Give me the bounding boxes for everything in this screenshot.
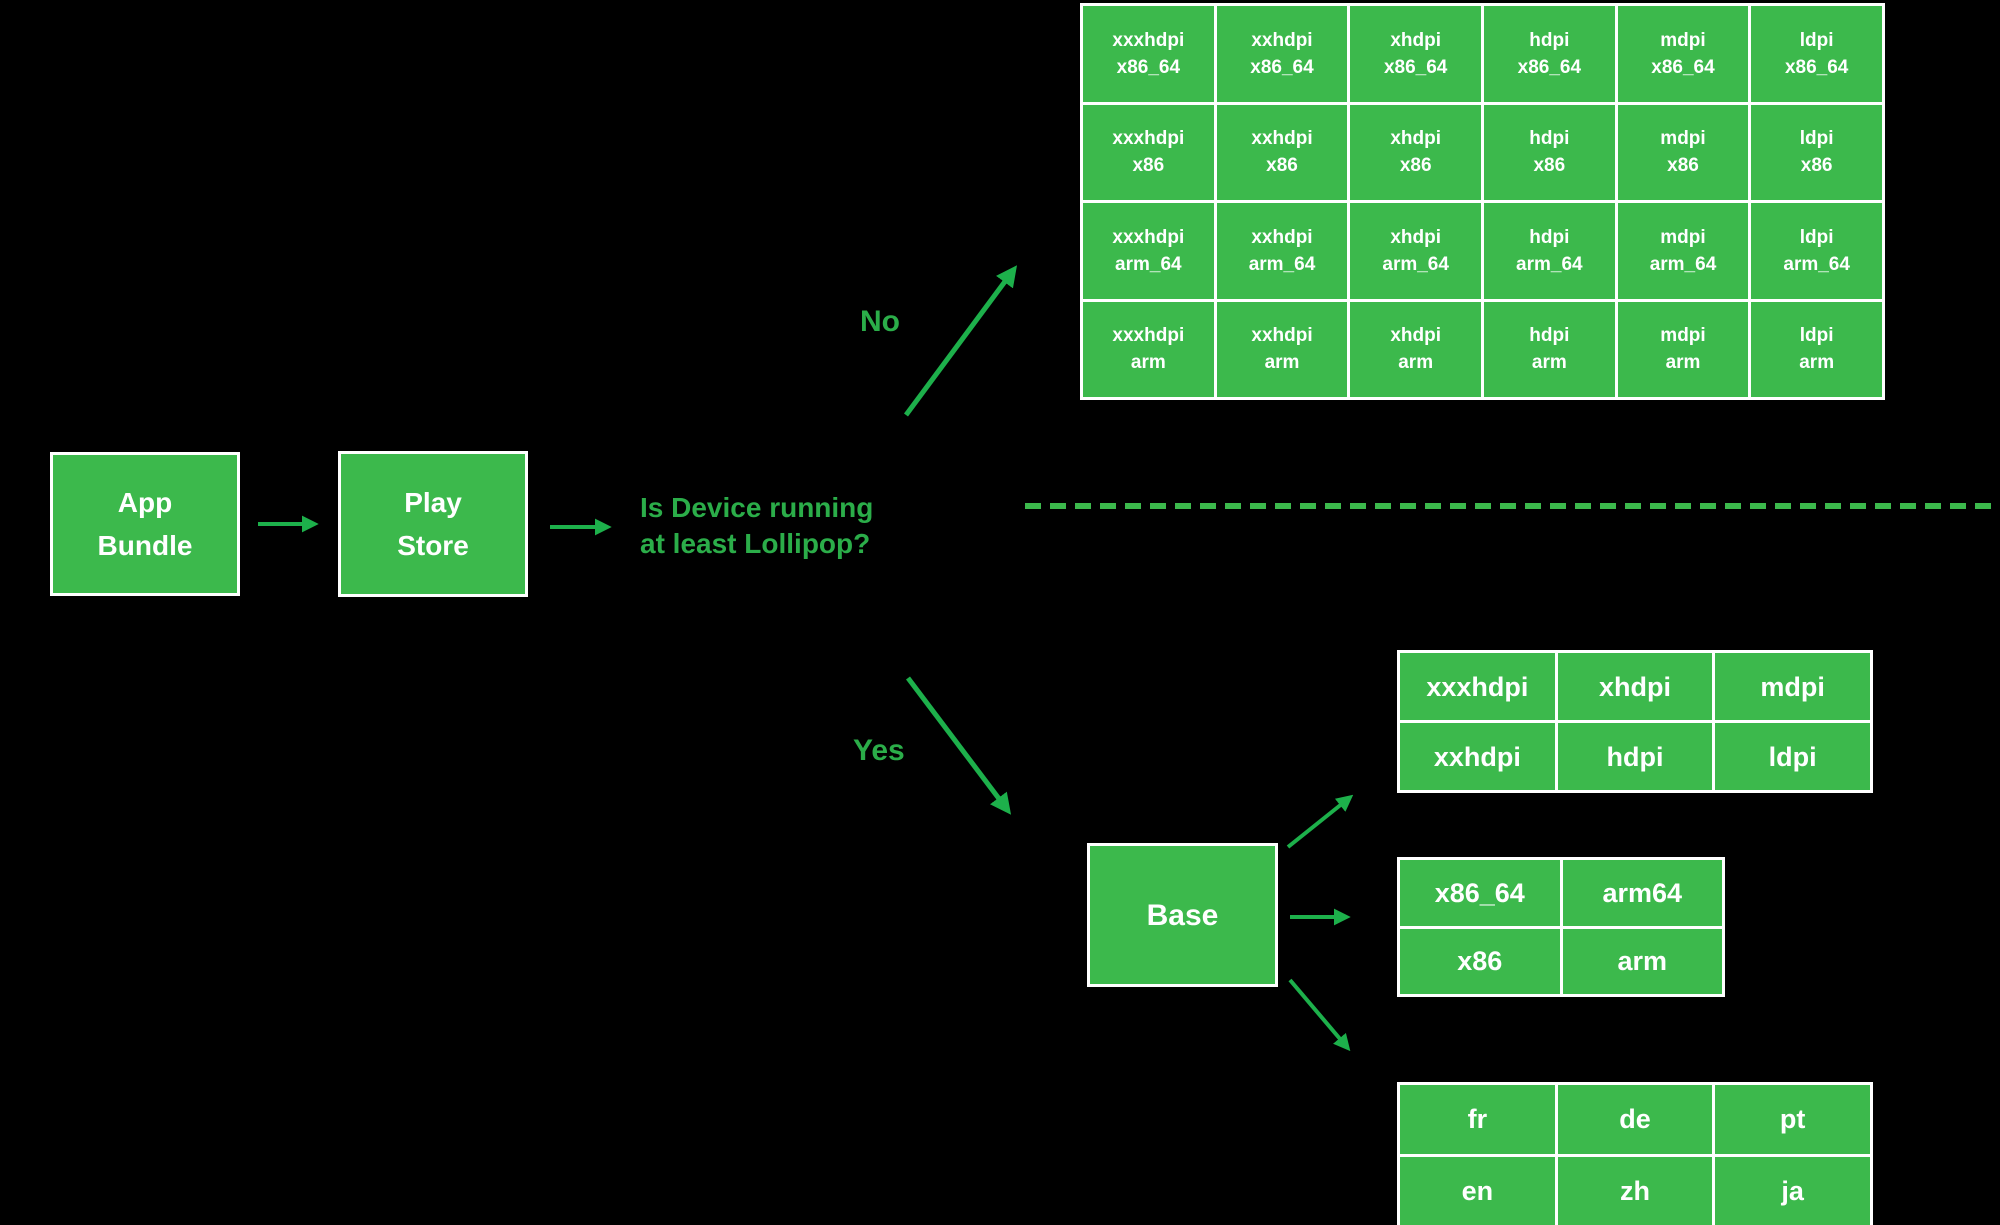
table-cell: ldpi <box>1715 723 1870 790</box>
table-cell: en <box>1400 1156 1555 1225</box>
table-cell: xhdpi arm_64 <box>1350 203 1481 299</box>
arrow-base-to-language <box>1288 978 1351 1052</box>
table-cell: hdpi x86 <box>1484 104 1615 200</box>
table-cell: ldpi arm_64 <box>1751 203 1882 299</box>
table-cell: mdpi <box>1715 653 1870 720</box>
table-cell: zh <box>1557 1156 1713 1225</box>
decision-question: Is Device running at least Lollipop? <box>640 492 874 559</box>
table-cell: xxhdpi x86 <box>1216 104 1348 200</box>
table-cell: hdpi arm_64 <box>1484 203 1615 299</box>
table-cell: pt <box>1715 1085 1870 1154</box>
table-cell: xxxhdpi x86 <box>1083 104 1214 200</box>
table-cell: xxhdpi arm <box>1216 301 1348 397</box>
table-cell: xxhdpi <box>1400 723 1555 790</box>
arrow-base-to-density <box>1286 794 1354 849</box>
table-cell: xxhdpi arm_64 <box>1216 203 1348 299</box>
table-cell: xhdpi arm <box>1350 301 1481 397</box>
arrow-no-branch <box>903 265 1018 417</box>
branch-label-no: No <box>860 305 900 338</box>
base-module-node: Base <box>1087 843 1278 987</box>
table-cell: hdpi x86_64 <box>1484 6 1615 102</box>
table-cell: arm <box>1562 928 1722 994</box>
table-cell: fr <box>1400 1085 1555 1154</box>
table-cell: hdpi arm <box>1484 301 1615 397</box>
table-cell: xxxhdpi <box>1400 653 1555 720</box>
arrow-yes-branch <box>906 676 1012 815</box>
table-cell: xhdpi <box>1557 653 1713 720</box>
table-cell: mdpi x86 <box>1617 104 1749 200</box>
table-cell: x86_64 <box>1400 860 1560 926</box>
table-cell: arm64 <box>1562 860 1722 926</box>
table-cell: xhdpi x86 <box>1350 104 1481 200</box>
branch-label-yes: Yes <box>853 734 905 767</box>
app-bundle-node: App Bundle <box>50 452 240 596</box>
table-cell: xxxhdpi arm_64 <box>1083 203 1214 299</box>
table-cell: ldpi x86 <box>1751 104 1882 200</box>
table-cell: hdpi <box>1557 723 1713 790</box>
table-cell: xxhdpi x86_64 <box>1216 6 1348 102</box>
table-cell: ja <box>1715 1156 1870 1225</box>
table-cell: xxxhdpi x86_64 <box>1083 6 1214 102</box>
table-cell: x86 <box>1400 928 1560 994</box>
play-store-node: Play Store <box>338 451 528 597</box>
table-cell: ldpi arm <box>1751 301 1882 397</box>
table-cell: mdpi arm <box>1617 301 1749 397</box>
table-cell: mdpi x86_64 <box>1617 6 1749 102</box>
table-cell: xxxhdpi arm <box>1083 301 1214 397</box>
table-cell: mdpi arm_64 <box>1617 203 1749 299</box>
table-cell: ldpi x86_64 <box>1751 6 1882 102</box>
table-cell: de <box>1557 1085 1713 1154</box>
table-cell: xhdpi x86_64 <box>1350 6 1481 102</box>
